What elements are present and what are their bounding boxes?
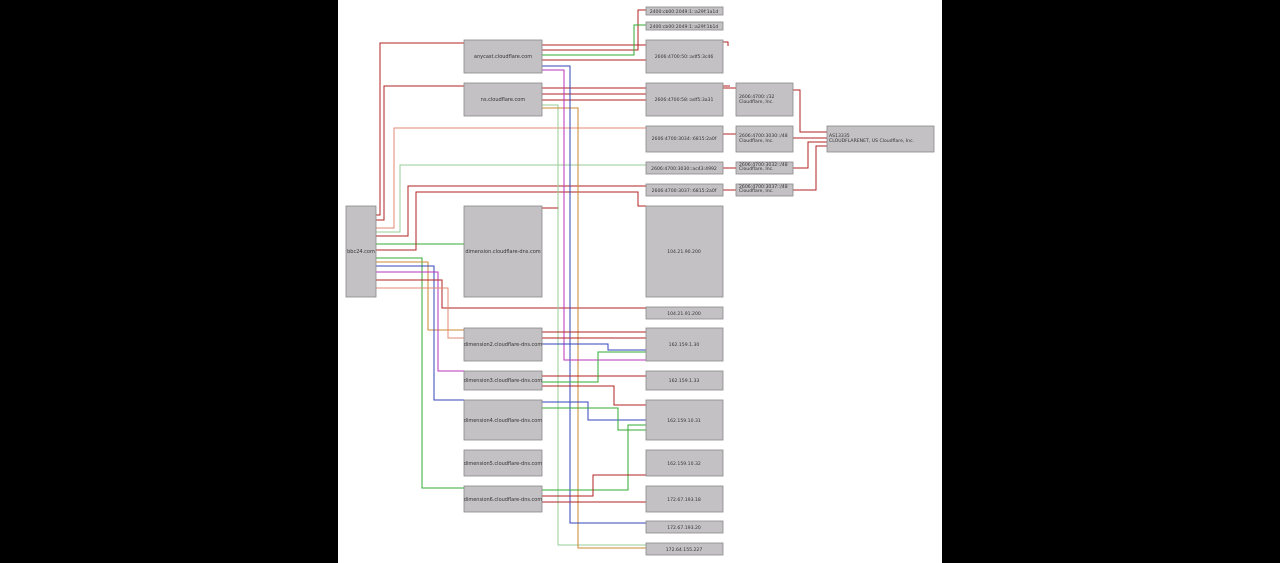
edge-42: [542, 424, 646, 491]
node-ip-e: 2606:4700:3034::6815:2a0f: [645, 125, 724, 153]
node-ip-b: 2400:cb00:2049:1::a29f:1b1d: [645, 21, 724, 31]
svg-text:2606:4700:3030::ac43:4992: 2606:4700:3030::ac43:4992: [651, 166, 717, 172]
svg-text:172.67.193.20: 172.67.193.20: [667, 525, 701, 531]
svg-text:dimension4.cloudflare-dns.com: dimension4.cloudflare-dns.com: [464, 418, 543, 424]
svg-text:AS13335 CLOUDFLARE: AS13335 CLOUDFLARENET, US Cloudflare, In…: [829, 133, 914, 144]
svg-text:anycast.cloudflare.com: anycast.cloudflare.com: [474, 54, 532, 60]
edge-39: [542, 385, 646, 406]
node-ip-k: 162.159.10.31: [645, 399, 724, 441]
node-dns2: dimension2.cloudflare-dns.com: [463, 327, 543, 362]
svg-text:bbc24.com: bbc24.com: [347, 249, 375, 255]
edge-43: [542, 474, 646, 497]
edge-22: [542, 107, 646, 549]
node-ns1: anycast.cloudflare.com: [463, 39, 543, 74]
svg-text:ns.cloudflare.com: ns.cloudflare.com: [481, 97, 526, 103]
node-asn-3: 2606:4700:3032::/48 Cloudflare, Inc.: [735, 161, 794, 175]
dns-graph-diagram: 2400:cb00:2049:1::a29f:1a1d 2400:cb00:20…: [345, 6, 935, 556]
svg-text:104.21.90.200: 104.21.90.200: [667, 249, 701, 255]
svg-text:162.159.1.30: 162.159.1.30: [669, 342, 700, 348]
node-ip-h: 104.21.91.200: [645, 306, 724, 320]
svg-text:dimension5.cloudflare-dns.com: dimension5.cloudflare-dns.com: [464, 461, 543, 467]
svg-text:dimension3.cloudflare-dns.com: dimension3.cloudflare-dns.com: [464, 378, 543, 384]
node-asn-4: 2606:4700:3037::/48 Cloudflare, Inc.: [735, 183, 794, 197]
edge-13: [376, 287, 464, 339]
node-dns3: dimension3.cloudflare-dns.com: [463, 370, 543, 391]
svg-text:dimension2.cloudflare-dns.com: dimension2.cloudflare-dns.com: [464, 342, 543, 348]
svg-text:162.159.10.31: 162.159.10.31: [667, 418, 701, 424]
edge-41: [542, 407, 646, 431]
edge-23: [542, 65, 646, 524]
edge-3: [376, 127, 646, 229]
node-ip-m: 172.67.193.18: [645, 485, 724, 513]
edge-5: [376, 185, 646, 237]
edge-4: [376, 164, 646, 233]
node-ip-l: 162.159.10.32: [645, 449, 724, 477]
edge-15: [542, 9, 646, 51]
nodes-layer: 2400:cb00:2049:1::a29f:1a1d 2400:cb00:20…: [345, 6, 935, 556]
node-ip-g: 2606:4700:3037::6815:2a0f: [645, 183, 724, 197]
node-ip-i: 162.159.1.30: [645, 327, 724, 362]
svg-text:2606:4700:3037::/48: 2606:4700:3037::/48 Cloudflare, Inc.: [739, 184, 789, 194]
edge-21: [542, 104, 646, 546]
edge-1: [376, 42, 464, 216]
edge-11: [376, 271, 464, 372]
node-ip-o: 172.64.155.227: [645, 542, 724, 556]
svg-text:172.67.193.18: 172.67.193.18: [667, 497, 701, 503]
node-as-main: AS13335 CLOUDFLARENET, US Cloudflare, In…: [826, 125, 935, 153]
asn-1-label: 2606:4700::/32 Cloudflare, Inc.: [739, 94, 776, 105]
edge-31: [793, 141, 827, 169]
svg-text:2606:4700:3030::/48: 2606:4700:3030::/48 Cloudflare, Inc.: [739, 133, 789, 144]
svg-text:162.159.1.33: 162.159.1.33: [669, 378, 700, 384]
diagram-canvas: 2400:cb00:2049:1::a29f:1a1d 2400:cb00:20…: [338, 0, 942, 563]
svg-text:dimension.cloudflare-dns.com: dimension.cloudflare-dns.com: [465, 249, 540, 255]
svg-text:2606:4700:3032::/48: 2606:4700:3032::/48 Cloudflare, Inc.: [739, 162, 789, 172]
svg-text:162.159.10.32: 162.159.10.32: [667, 461, 701, 467]
svg-text:dimension6.cloudflare-dns.com: dimension6.cloudflare-dns.com: [464, 497, 543, 503]
edge-38: [542, 351, 646, 383]
node-dns1: dimension.cloudflare-dns.com: [463, 205, 543, 298]
svg-text:2400:cb00:2049:1::a29f:1b1d: 2400:cb00:2049:1::a29f:1b1d: [650, 24, 719, 30]
edge-7: [376, 191, 646, 251]
edge-32: [793, 145, 827, 191]
edge-40: [542, 401, 646, 421]
edge-8: [376, 257, 464, 489]
node-ip-c: 2606:4700:50::adf5:3c46: [645, 39, 724, 74]
node-ip-f: 2606:4700:3030::ac43:4992: [645, 161, 724, 175]
svg-text:2606:4700:3034::6815:2a0f: 2606:4700:3034::6815:2a0f: [652, 136, 717, 142]
node-dns5: dimension5.cloudflare-dns.com: [463, 449, 543, 477]
edge-36: [542, 343, 646, 351]
node-ip-n: 172.67.193.20: [645, 520, 724, 534]
edge-9: [376, 261, 464, 331]
node-asn-2: 2606:4700:3030::/48 Cloudflare, Inc.: [735, 125, 794, 153]
asn-1-line-2: Cloudflare, Inc.: [739, 99, 774, 105]
svg-text:2606:4700:50::adf5:3c46: 2606:4700:50::adf5:3c46: [655, 54, 714, 60]
node-ip-big: 104.21.90.200: [645, 205, 724, 298]
node-asn-1: 2606:4700::/32 Cloudflare, Inc.: [735, 82, 794, 117]
svg-text:2606:4700:58::adf5:3a31: 2606:4700:58::adf5:3a31: [655, 97, 714, 103]
node-ip-d: 2606:4700:58::adf5:3a31: [645, 82, 724, 117]
node-dns6: dimension6.cloudflare-dns.com: [463, 485, 543, 513]
edge-29: [793, 89, 827, 133]
edge-45: [723, 41, 729, 46]
node-ns2: ns.cloudflare.com: [463, 82, 543, 117]
edge-12: [376, 279, 646, 309]
node-dns4: dimension4.cloudflare-dns.com: [463, 399, 543, 441]
edge-2: [376, 85, 464, 221]
edge-24: [542, 69, 646, 361]
svg-text:2400:cb00:2049:1::a29f:1a1d: 2400:cb00:2049:1::a29f:1a1d: [650, 9, 719, 15]
svg-text:104.21.91.200: 104.21.91.200: [667, 311, 701, 317]
node-ip-j: 162.159.1.33: [645, 370, 724, 391]
edge-10: [376, 265, 464, 401]
node-source: bbc24.com: [345, 205, 377, 298]
edge-16: [542, 24, 646, 56]
edges-layer: [376, 9, 827, 549]
asn-1-line-1: 2606:4700::/32: [739, 94, 774, 100]
node-ip-a: 2400:cb00:2049:1::a29f:1a1d: [645, 6, 724, 16]
svg-text:2606:4700:3037::6815:2a0f: 2606:4700:3037::6815:2a0f: [652, 188, 717, 194]
svg-text:172.64.155.227: 172.64.155.227: [666, 547, 703, 553]
